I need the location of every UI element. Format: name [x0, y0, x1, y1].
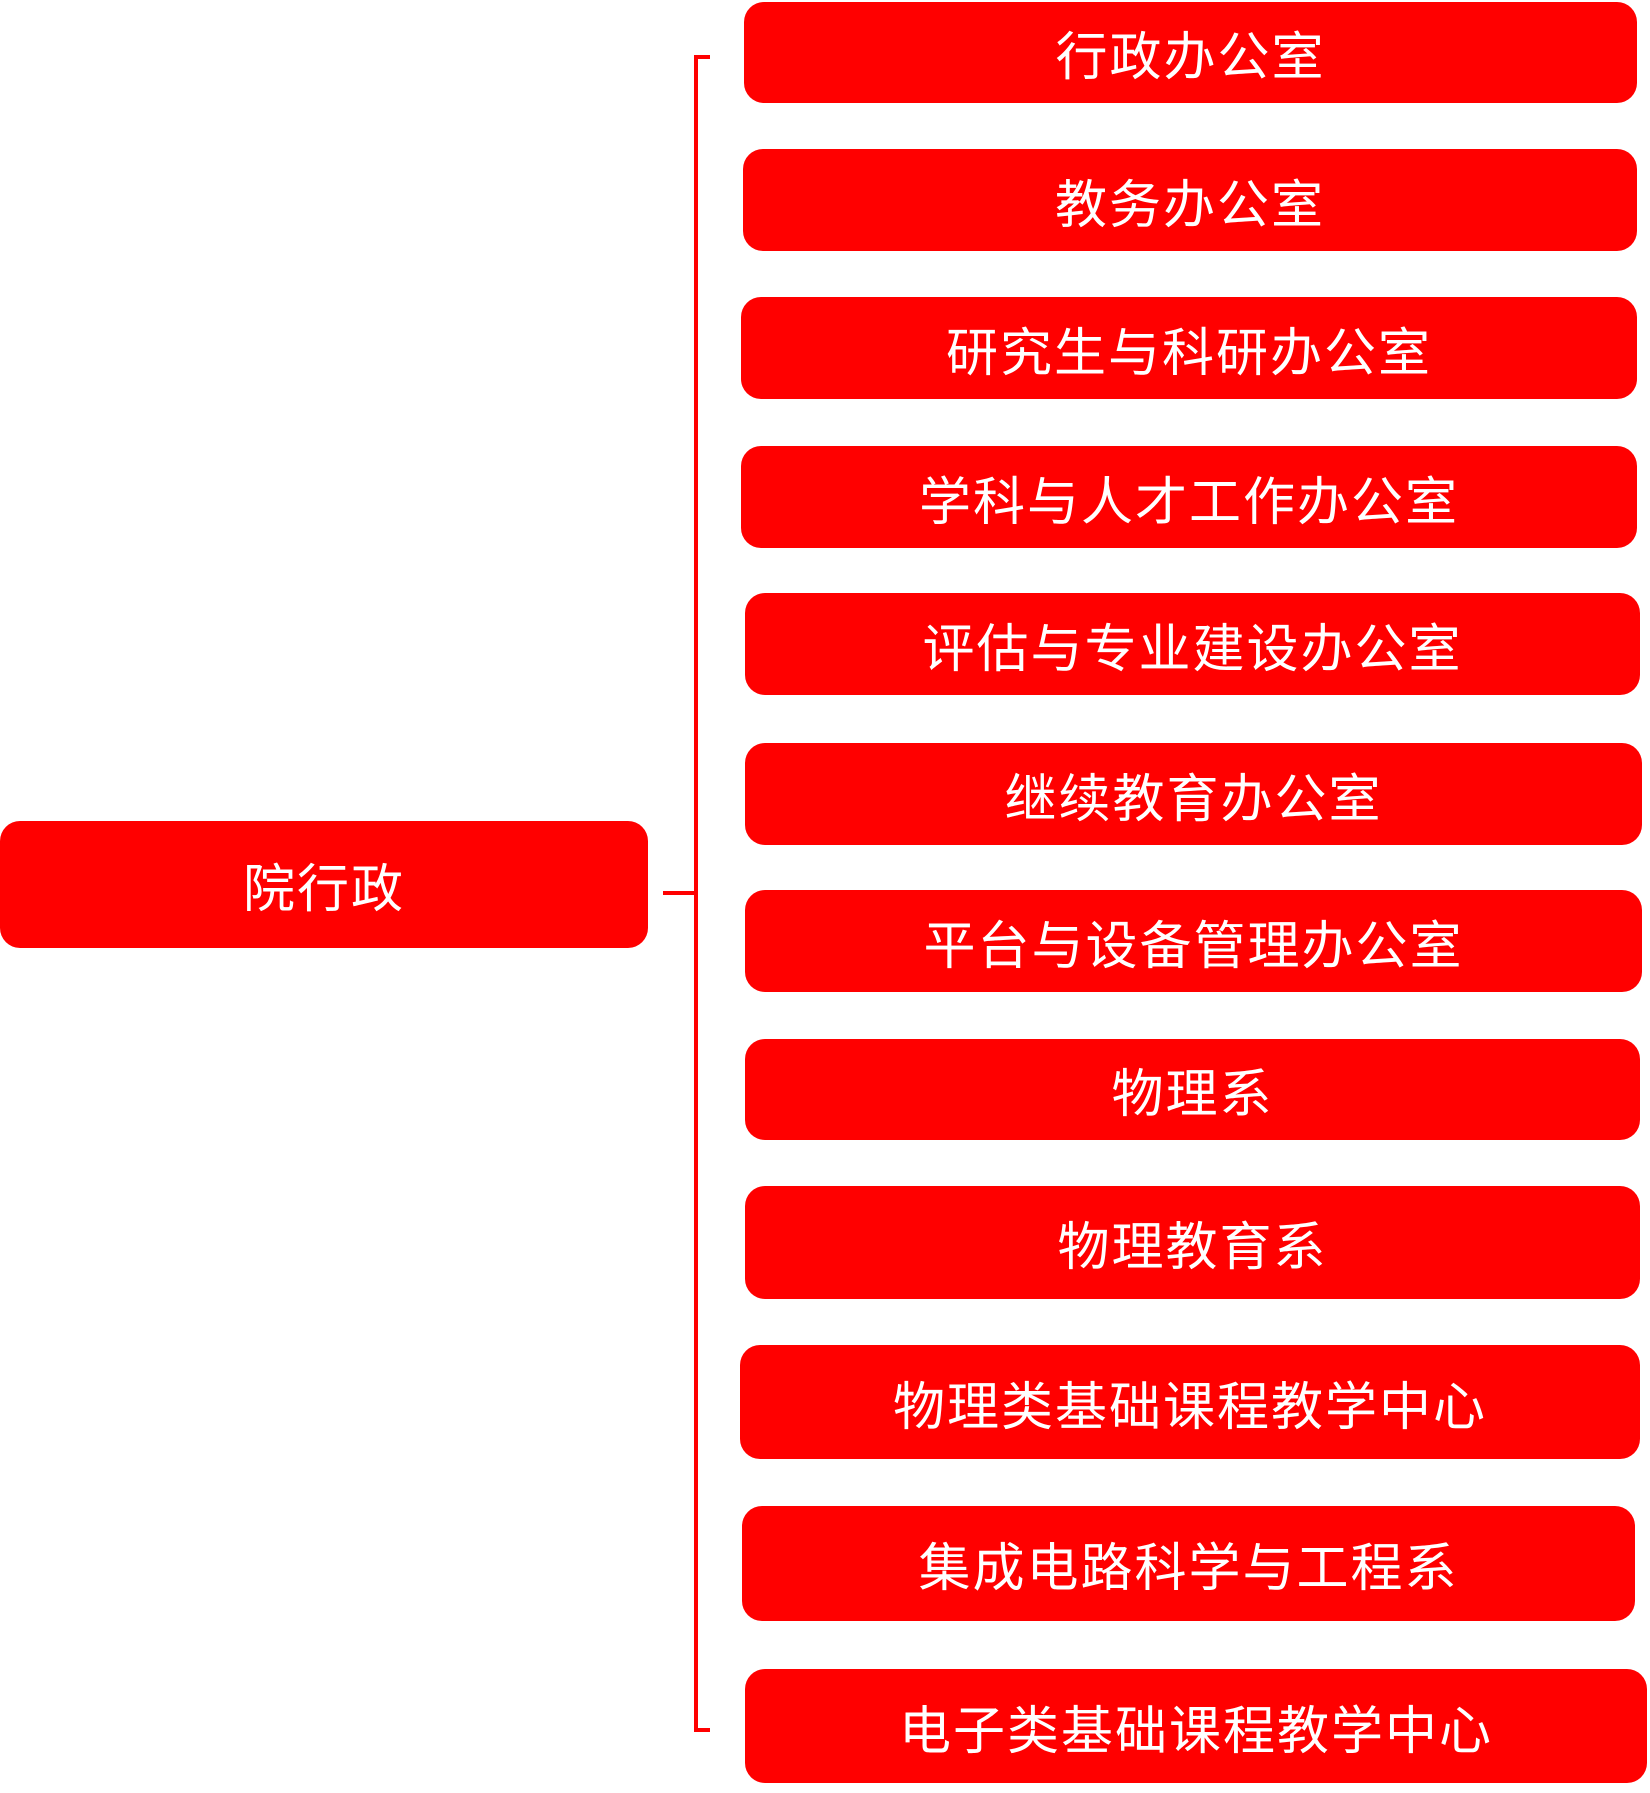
child-node: 继续教育办公室: [745, 743, 1642, 845]
child-label: 学科与人才工作办公室: [918, 472, 1459, 533]
connector-stem: [663, 891, 698, 895]
child-label: 继续教育办公室: [1004, 769, 1383, 830]
child-label: 评估与专业建设办公室: [922, 619, 1463, 680]
child-node: 物理类基础课程教学中心: [740, 1345, 1640, 1459]
child-label: 物理教育系: [1057, 1218, 1328, 1278]
child-label: 集成电路科学与工程系: [918, 1539, 1459, 1599]
child-node: 学科与人才工作办公室: [741, 446, 1637, 548]
bracket-spine: [694, 55, 698, 1732]
child-node: 集成电路科学与工程系: [742, 1506, 1635, 1621]
root-label: 院行政: [242, 860, 405, 920]
child-node: 物理教育系: [745, 1186, 1640, 1299]
child-node: 电子类基础课程教学中心: [745, 1669, 1647, 1783]
child-label: 行政办公室: [1055, 28, 1326, 88]
bracket-top-tick: [694, 55, 710, 59]
child-label: 物理类基础课程教学中心: [892, 1377, 1487, 1438]
child-node: 物理系: [745, 1039, 1640, 1140]
bracket-bottom-tick: [694, 1728, 710, 1732]
root-node: 院行政: [0, 821, 648, 948]
child-node: 平台与设备管理办公室: [745, 890, 1642, 992]
child-node: 研究生与科研办公室: [741, 297, 1637, 399]
child-node: 教务办公室: [743, 149, 1637, 251]
child-label: 电子类基础课程教学中心: [898, 1701, 1493, 1762]
child-label: 物理系: [1111, 1065, 1274, 1125]
child-label: 平台与设备管理办公室: [923, 916, 1464, 977]
child-label: 研究生与科研办公室: [945, 323, 1432, 384]
child-label: 教务办公室: [1054, 175, 1325, 236]
child-node: 评估与专业建设办公室: [745, 593, 1640, 695]
child-node: 行政办公室: [744, 2, 1637, 103]
